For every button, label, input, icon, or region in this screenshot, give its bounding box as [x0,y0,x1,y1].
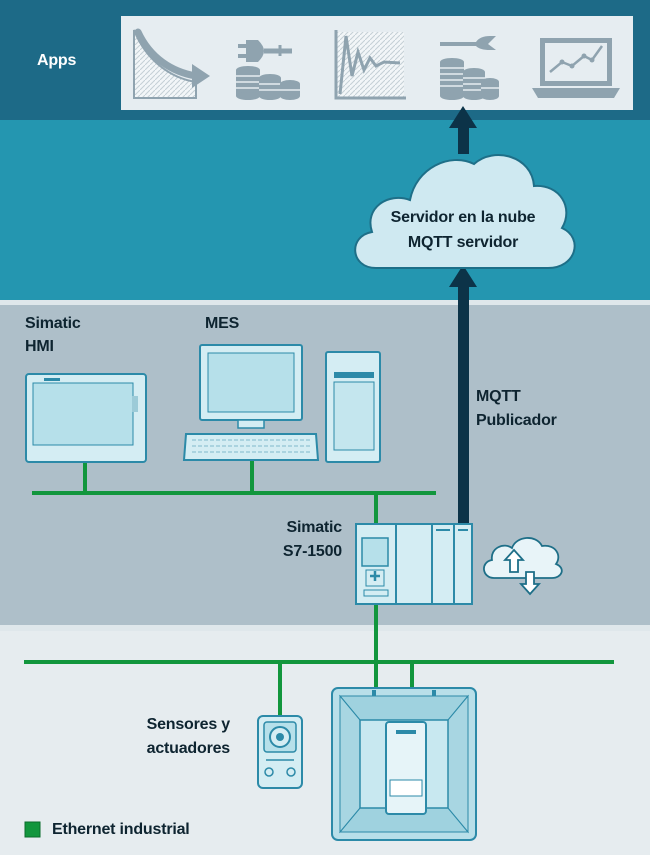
cloud-server-shape [354,154,576,269]
plc-label: Simatic S7-1500 [272,517,342,562]
power-plug-coins-icon [236,40,300,100]
field-layer [0,631,650,855]
mqtt-upload-arrow [449,106,477,524]
ethernet-bus-field [24,605,614,716]
layer-divider [0,625,650,631]
plc-label-line2: S7-1500 [282,543,342,560]
cloud-sync-icon [483,537,563,596]
sensor-actuator-device [257,715,303,789]
ethernet-bus-plant [32,460,436,525]
legend-label: Ethernet industrial [52,821,190,838]
legend-swatch [24,821,41,838]
mes-label: MES [205,315,240,332]
mqtt-publisher-label: MQTT Publicador [476,386,557,431]
apps-panel [121,16,633,110]
hmi-panel [25,373,147,463]
plc-label-line1: Simatic [286,519,342,536]
sensors-label-line1: Sensores y [146,716,231,733]
apps-label: Apps [37,52,77,69]
laptop-trend-icon [532,38,620,98]
plc-s7-1500 [355,523,473,605]
sensors-label-line2: actuadores [146,740,231,757]
sensors-label: Sensores y actuadores [120,714,231,759]
cloud-server-label-line1: Servidor en la nube [390,209,536,226]
mes-workstation [182,344,381,463]
wrench-coins-icon [440,36,499,100]
hmi-label-line1: Simatic [25,315,81,332]
layer-divider [0,300,650,305]
oscillation-chart-icon [334,30,406,100]
mqtt-publisher-label-line2: Publicador [476,412,557,429]
cloud-server-label-line2: MQTT servidor [407,234,519,251]
cloud-server-label: Servidor en la nube MQTT servidor [368,207,558,253]
hmi-label-line2: HMI [25,338,54,355]
mqtt-publisher-label-line1: MQTT [476,388,521,405]
drive-controller-device [331,687,477,841]
hmi-label: Simatic HMI [25,313,81,357]
declining-chart-arrow-icon [133,28,210,99]
